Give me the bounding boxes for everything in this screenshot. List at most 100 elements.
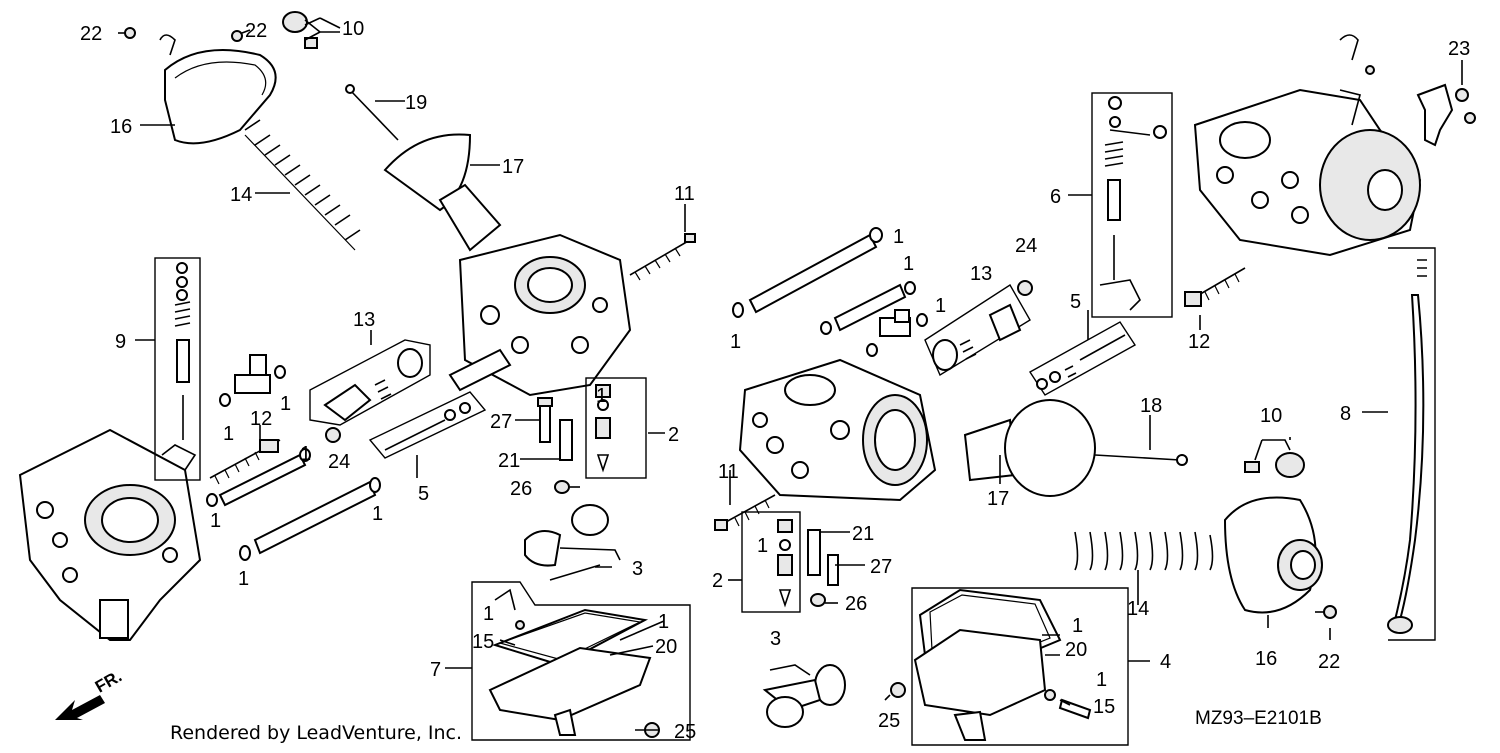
callout-labels: 22 22 10 19 16 17 14 11 9 13 1 1 12 24 1… bbox=[80, 18, 1470, 743]
callout-1-b: 1 bbox=[223, 423, 234, 445]
callout-1-o: 1 bbox=[1072, 615, 1083, 637]
jet-kit-5-center bbox=[1029, 321, 1136, 396]
callout-1-i: 1 bbox=[658, 611, 669, 633]
callout-17-right: 17 bbox=[987, 488, 1009, 510]
jet-set-2-lower bbox=[741, 511, 801, 613]
callout-25-left: 25 bbox=[674, 721, 696, 743]
cap-10-right bbox=[1244, 439, 1305, 478]
callout-22-right: 22 bbox=[1318, 651, 1340, 673]
jets-27-21-26-upper bbox=[537, 397, 573, 494]
callout-24-left: 24 bbox=[328, 451, 350, 473]
callout-1-g: 1 bbox=[238, 568, 249, 590]
callout-26-lower: 26 bbox=[845, 593, 867, 615]
callout-13-center: 13 bbox=[970, 263, 992, 285]
diaphragm-cover-left bbox=[159, 34, 277, 145]
callout-26-upper: 26 bbox=[510, 478, 532, 500]
cap-10-top bbox=[282, 11, 340, 49]
callout-6: 6 bbox=[1050, 186, 1061, 208]
spring-14-left bbox=[244, 119, 361, 251]
callout-3-upper: 3 bbox=[632, 558, 643, 580]
callout-17-top: 17 bbox=[502, 156, 524, 178]
callout-1-n: 1 bbox=[757, 535, 768, 557]
callout-22-a: 22 bbox=[80, 23, 102, 45]
diaphragm-cover-right bbox=[1223, 496, 1323, 614]
callout-8: 8 bbox=[1340, 403, 1351, 425]
callout-20-left: 20 bbox=[655, 636, 677, 658]
carburetor-body-left-lower bbox=[18, 428, 202, 641]
callout-14-left: 14 bbox=[230, 184, 252, 206]
callout-7: 7 bbox=[430, 659, 441, 681]
render-credit: Rendered by LeadVenture, Inc. bbox=[170, 722, 463, 744]
callout-13-left: 13 bbox=[353, 309, 375, 331]
fuel-hose-8 bbox=[1387, 247, 1436, 641]
callout-1-e: 1 bbox=[210, 510, 221, 532]
callout-12-right: 12 bbox=[1188, 331, 1210, 353]
screw-25-lower-right bbox=[890, 682, 906, 698]
callout-9: 9 bbox=[115, 331, 126, 353]
screw-22-top-mid bbox=[231, 29, 251, 42]
callout-12-left: 12 bbox=[250, 408, 272, 430]
t-fitting-left bbox=[219, 354, 286, 407]
carburetor-body-upper-right bbox=[1193, 88, 1422, 257]
callout-1-h: 1 bbox=[483, 603, 494, 625]
callout-10-right: 10 bbox=[1260, 405, 1282, 427]
callout-18: 18 bbox=[1140, 395, 1162, 417]
callout-16-left: 16 bbox=[110, 116, 132, 138]
choke-link-kit-9 bbox=[154, 257, 201, 481]
callout-25-right: 25 bbox=[878, 710, 900, 732]
callout-27-lower: 27 bbox=[870, 556, 892, 578]
callout-1-k: 1 bbox=[893, 226, 904, 248]
callout-5-center: 5 bbox=[1070, 291, 1081, 313]
callout-19: 19 bbox=[405, 92, 427, 114]
jet-needle-18 bbox=[1094, 454, 1188, 466]
callout-2-lower: 2 bbox=[712, 570, 723, 592]
callout-10-top: 10 bbox=[342, 18, 364, 40]
callout-15-left: 15 bbox=[472, 631, 494, 653]
callout-4: 4 bbox=[1160, 651, 1171, 673]
carburetor-body-upper-middle bbox=[448, 233, 632, 397]
callout-1-a: 1 bbox=[280, 393, 291, 415]
spring-14-right bbox=[1074, 531, 1214, 571]
callout-5-left: 5 bbox=[418, 483, 429, 505]
callout-27-upper: 27 bbox=[490, 411, 512, 433]
leader-lines bbox=[135, 17, 1463, 731]
callout-11-lower: 11 bbox=[718, 461, 739, 483]
fuel-tubes-center bbox=[732, 227, 928, 357]
choke-link-kit-6 bbox=[1091, 92, 1173, 318]
callout-15-right: 15 bbox=[1093, 696, 1115, 718]
screw-22-top-left bbox=[118, 27, 136, 39]
fuel-tubes-left bbox=[206, 448, 381, 561]
vacuum-piston-17-left bbox=[383, 133, 502, 252]
float-3-upper bbox=[524, 504, 621, 581]
screw-12-left bbox=[209, 439, 281, 485]
callout-1-m: 1 bbox=[935, 295, 946, 317]
front-direction-arrow-icon bbox=[55, 695, 105, 720]
jet-kit-5-left bbox=[368, 391, 487, 459]
bracket-23 bbox=[1416, 83, 1476, 147]
callout-23: 23 bbox=[1448, 38, 1470, 60]
diagram-code: MZ93–E2101B bbox=[1195, 708, 1322, 729]
screw-24-center bbox=[1017, 280, 1033, 296]
callout-20-right: 20 bbox=[1065, 639, 1087, 661]
callout-24-center: 24 bbox=[1015, 235, 1037, 257]
callout-1-j: 1 bbox=[730, 331, 741, 353]
screw-22-right bbox=[1315, 605, 1337, 619]
callout-1-p: 1 bbox=[1096, 669, 1107, 691]
float-bowl-7-box bbox=[471, 581, 691, 741]
callout-1-l: 1 bbox=[903, 253, 914, 275]
screw-24-left bbox=[325, 427, 341, 443]
jet-set-2-upper bbox=[585, 377, 647, 479]
carburetor-body-center bbox=[738, 358, 937, 502]
clip-top-right bbox=[1339, 34, 1375, 75]
callout-11-top: 11 bbox=[674, 183, 695, 205]
callout-2-upper: 2 bbox=[668, 424, 679, 446]
accelerator-pump-13-center bbox=[924, 284, 1031, 377]
callout-1-f: 1 bbox=[372, 503, 383, 525]
jets-21-27-26-lower bbox=[807, 529, 839, 607]
jet-needle-19 bbox=[345, 84, 399, 141]
callout-16-right: 16 bbox=[1255, 648, 1277, 670]
float-bowl-4-box bbox=[911, 587, 1129, 746]
callout-22-b: 22 bbox=[245, 20, 267, 42]
callout-21-lower: 21 bbox=[852, 523, 874, 545]
